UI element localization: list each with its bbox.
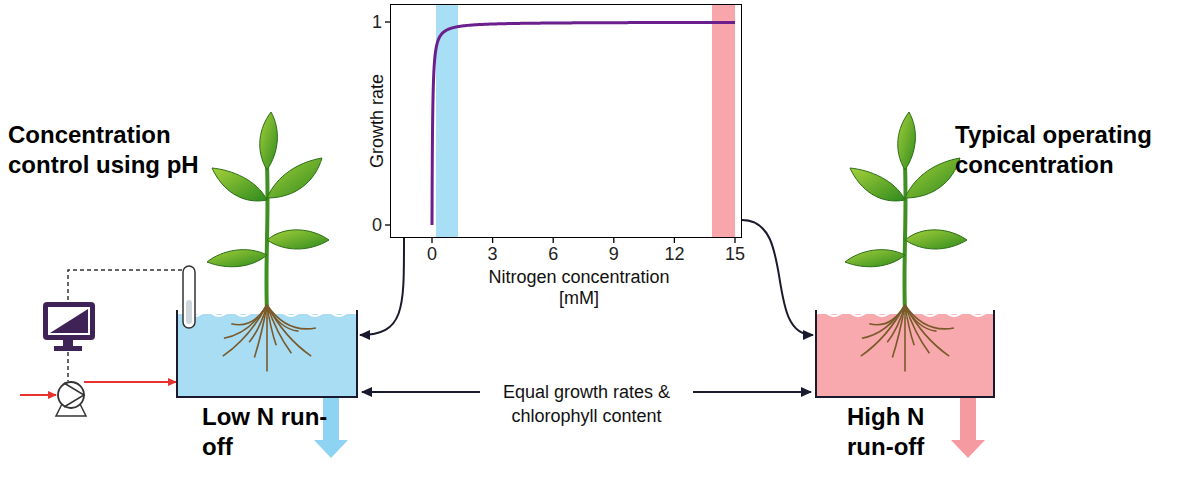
axis-ticks: [385, 22, 735, 243]
axis-title: Nitrogen concentration [mM]: [487, 267, 672, 309]
growth-curve: [432, 22, 735, 225]
tank: High N run-off: [815, 310, 995, 398]
tick-mark: [431, 238, 432, 243]
monitor-screen: [48, 307, 90, 335]
tick-mark: [492, 238, 493, 243]
axis-title: Growth rate: [367, 74, 387, 168]
leaf: [905, 230, 967, 249]
root: [892, 305, 905, 357]
leaf: [260, 112, 278, 170]
feed-line: [71, 381, 176, 383]
tick-label: 9: [609, 244, 619, 264]
leaf: [845, 250, 905, 267]
tick-mark: [674, 238, 675, 243]
runoff-label: High N run-off: [847, 402, 975, 462]
connector-arrow: [742, 220, 813, 335]
chart-frame: Growth rateNitrogen concentration [mM]: [390, 4, 742, 238]
leaf: [905, 158, 960, 198]
root: [267, 305, 316, 329]
tick-label: 6: [548, 244, 558, 264]
tick-label: 12: [664, 244, 684, 264]
stem: [904, 165, 905, 312]
tick-mark: [553, 238, 554, 243]
tick-label: 3: [488, 244, 498, 264]
heading: Concentration control using pH: [8, 120, 240, 180]
monitor-screen: [50, 309, 88, 333]
root: [266, 305, 268, 371]
monitor: [43, 302, 95, 340]
tick-mark: [734, 238, 735, 243]
plant: [207, 112, 329, 371]
runoff-label: Low N run-off: [202, 402, 330, 462]
control-wire: [68, 270, 189, 300]
leaf: [898, 112, 916, 170]
leaf: [267, 158, 322, 198]
leaf: [207, 250, 267, 267]
edge-label: Equal growth rates & chlorophyll content: [480, 380, 693, 428]
heading: Typical operating concentration: [955, 120, 1173, 180]
root: [223, 305, 267, 356]
tick-label: 0: [427, 244, 437, 264]
high-band: [712, 5, 735, 237]
leaf: [267, 230, 329, 249]
root: [861, 305, 905, 356]
drain-arrow: [951, 398, 985, 458]
tick-label: 15: [725, 244, 745, 264]
ph-probe: [183, 266, 195, 328]
control-wire: [67, 352, 69, 381]
leaf: [850, 168, 905, 201]
tick-mark: [613, 238, 614, 243]
pump: [64, 383, 84, 407]
tick-label: 1: [362, 12, 382, 32]
monitor-stand: [54, 346, 82, 351]
root: [904, 305, 906, 371]
feed-line: [20, 394, 56, 396]
stem: [266, 165, 267, 312]
root: [254, 305, 267, 357]
plant: [845, 112, 967, 371]
pump: [58, 382, 84, 408]
connector-arrow: [360, 238, 404, 335]
tank: Low N run-off: [176, 310, 358, 398]
tick-label: 0: [362, 215, 382, 235]
ph-probe: [186, 300, 192, 324]
monitor-stand: [63, 340, 73, 346]
root: [249, 305, 267, 342]
leaf: [212, 168, 267, 201]
root: [887, 305, 905, 342]
root: [905, 305, 954, 329]
